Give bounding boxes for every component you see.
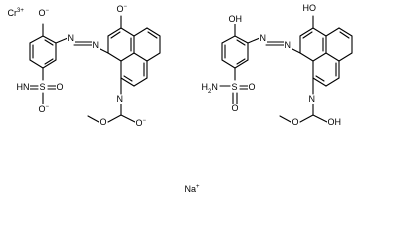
right-benzene-ring	[221, 35, 249, 69]
right-sulfonyl-sulfur: S	[231, 82, 239, 92]
right-carbamate-oh: OH	[327, 117, 342, 127]
right-azo-nitrogen-1: N	[259, 33, 267, 43]
right-sulfonamide-nh2: H2N	[201, 82, 219, 97]
right-carbamate-ether-oxygen: O	[291, 117, 300, 127]
bond-drawing	[29, 15, 353, 123]
chromium-charge: 3+	[17, 8, 24, 14]
left-benzene-ring	[29, 35, 57, 69]
left-carbamate-ether-oxygen: O	[99, 117, 108, 127]
left-naphthalene	[107, 27, 161, 87]
left-naphthoxide-oxygen: O−	[116, 4, 128, 14]
right-sulfonyl-oxygen-right: O	[248, 82, 257, 92]
left-carbamate-nitrogen: N	[116, 94, 124, 104]
right-azo-nitrogen-2: N	[284, 40, 292, 50]
left-azo-nitrogen-1: N	[67, 33, 75, 43]
right-phenol-oh: OH	[228, 14, 243, 24]
chromium-symbol: Cr	[7, 8, 18, 18]
left-carbamate-anion-oxygen: O−	[135, 118, 147, 128]
right-carbamate-nitrogen: N	[308, 94, 316, 104]
sodium-ion: Na+	[184, 184, 201, 194]
right-naphthol-ho: HO	[302, 3, 317, 13]
left-phenoxide-oxygen: O−	[38, 8, 50, 18]
left-sulfonyl-oxygen-bottom: O−	[38, 104, 50, 114]
right-sulfonyl-oxygen-bottom: O	[231, 103, 240, 113]
right-naphthalene	[299, 27, 353, 87]
left-sulfonyl-nh: HN	[16, 82, 30, 92]
left-sulfonyl-oxygen-right: O	[56, 82, 65, 92]
chemical-structure-diagram: Cr3+ O− O− N N HN S O O− N O O− OH HO N …	[7, 3, 353, 194]
left-chromium-ion: Cr3+	[7, 8, 25, 18]
left-azo-nitrogen-2: N	[92, 40, 100, 50]
left-sulfonyl-sulfur: S	[39, 82, 47, 92]
